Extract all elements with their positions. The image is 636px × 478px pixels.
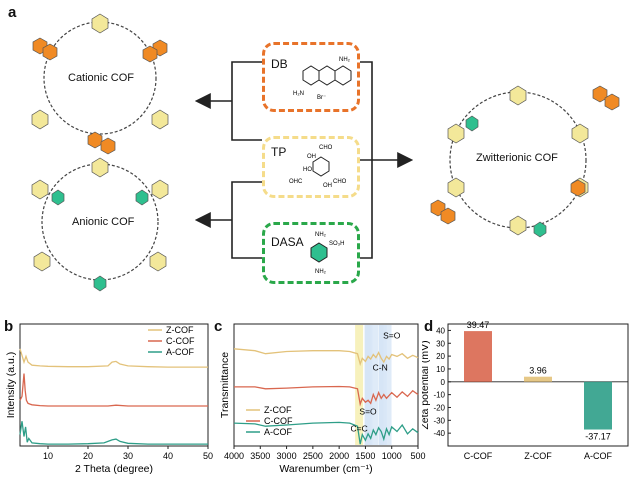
cationic-cof-ring [31, 13, 169, 155]
annotation-2: S=O [359, 406, 377, 416]
plot-frame [447, 323, 629, 447]
panel-b-letter: b [4, 318, 14, 335]
x-tick-label: 2000 [329, 451, 349, 461]
x-tick-label: 40 [163, 451, 173, 461]
x-axis-label: 2 Theta (degree) [75, 463, 153, 475]
band-3 [378, 325, 387, 445]
series-line-c-cof [19, 373, 208, 407]
y-tick-label: -30 [433, 416, 445, 425]
tp-group-4: OH [307, 154, 316, 160]
band-2 [370, 325, 379, 445]
panel-a-scheme [31, 13, 620, 292]
y-tick-label: -10 [433, 391, 445, 400]
series-line-a-cof [19, 421, 208, 445]
dasa-group-3: NH₂ [315, 269, 327, 275]
legend-label-c-cof: C-COF [264, 416, 293, 426]
connector-lines [194, 61, 414, 259]
x-tick-label: 3500 [250, 451, 270, 461]
bar-value-label-c-cof: 39.47 [467, 320, 490, 330]
y-tick-label: 40 [436, 326, 445, 335]
y-tick-label: -40 [433, 429, 445, 438]
monomer-label-dasa: DASA [271, 235, 304, 249]
series-line-c-cof [234, 385, 419, 407]
tp-group-2: OHC [289, 179, 303, 185]
panel-a-letter: a [8, 4, 17, 21]
monomer-label-tp: TP [271, 145, 287, 159]
monomer-label-db: DB [271, 57, 288, 71]
db-group-nh2: NH₂ [339, 57, 351, 63]
y-tick-label: 0 [441, 378, 446, 387]
x-tick-label: C-COF [464, 451, 493, 461]
legend-label-a-cof: A-COF [166, 347, 195, 357]
y-tick-label: 30 [436, 339, 445, 348]
x-tick-label: 4000 [224, 451, 244, 461]
monomer-box-dasa: DASA NH₂ SO₃H NH₂ [262, 222, 360, 284]
y-tick-label: -20 [433, 403, 445, 412]
annotation-1: C-N [373, 362, 388, 372]
panel-d-letter: d [424, 318, 434, 335]
cationic-cof-label: Cationic COF [68, 72, 135, 84]
band-0 [355, 325, 364, 445]
bar-a-cof [584, 381, 612, 430]
tp-group-6: OH [323, 183, 332, 189]
x-tick-label: 20 [83, 451, 93, 461]
y-axis-label: Zeta potential (mV) [422, 340, 431, 429]
legend-label-a-cof: A-COF [264, 427, 293, 437]
zeta-chart: 40 30 20 10 0 -10 -20 -30 -40 39.47C-COF 3.96Z-COF… [422, 320, 629, 461]
y-tick-label: 10 [436, 365, 445, 374]
monomer-box-db: DB NH₂ H₂N Br⁻ [262, 42, 360, 112]
bar-z-cof [524, 376, 552, 382]
series-line-z-cof [233, 348, 419, 367]
zwitterionic-cof-label: Zwitterionic COF [476, 152, 558, 164]
monomer-box-tp: TP CHO OHC CHO OH HO OH [262, 136, 360, 198]
panel-c-letter: c [214, 318, 223, 335]
db-structure-icon: NH₂ H₂N Br⁻ [293, 57, 352, 101]
x-tick-label: 30 [123, 451, 133, 461]
bar-value-label-z-cof: 3.96 [529, 366, 547, 376]
db-group-h2n: H₂N [293, 91, 304, 97]
series-line-a-cof [233, 421, 419, 445]
annotation-3: C=C [350, 423, 367, 433]
x-tick-label: Z-COF [524, 451, 552, 461]
xrd-chart: 10 20 30 40 50 2 Theta (degree) Intensity (a.u… [5, 323, 213, 475]
db-group-br: Br⁻ [317, 95, 326, 101]
dasa-group-1: NH₂ [315, 232, 327, 238]
y-tick-label: 20 [436, 352, 445, 361]
x-axis-label: Warenumber (cm⁻¹) [279, 463, 372, 475]
anionic-cof-label: Anionic COF [72, 216, 135, 228]
plot-frame [233, 323, 419, 447]
series-line-z-cof [19, 348, 208, 368]
x-tick-label: 50 [203, 451, 213, 461]
x-tick-label: 3000 [277, 451, 297, 461]
x-tick-label: 500 [410, 451, 425, 461]
tp-structure-icon: CHO OHC CHO OH HO OH [289, 145, 347, 189]
tp-group-3: CHO [333, 179, 347, 185]
legend-label-z-cof: Z-COF [264, 405, 292, 415]
x-tick-label: 1000 [382, 451, 402, 461]
dasa-structure-icon: NH₂ SO₃H NH₂ [310, 232, 344, 275]
tp-group-5: HO [303, 167, 312, 173]
dasa-group-2: SO₃H [329, 241, 344, 247]
x-tick-label: 2500 [303, 451, 323, 461]
band-1 [364, 325, 373, 445]
bar-c-cof [464, 331, 492, 382]
plot-frame [19, 323, 209, 447]
legend-label-z-cof: Z-COF [166, 325, 194, 335]
ftir-chart: 4000 3500 3000 2500 2000 1500 1000 500Warenumbe… [219, 323, 426, 475]
annotation-0: S=O [383, 331, 401, 341]
bar-value-label-a-cof: -37.17 [585, 432, 611, 442]
zwitterionic-cof-ring [430, 85, 620, 238]
x-tick-label: 10 [43, 451, 53, 461]
band-4 [383, 325, 392, 445]
y-axis-label: Transmittance [219, 352, 231, 418]
y-axis-label: Intensity (a.u.) [5, 352, 17, 419]
anionic-cof-ring [31, 157, 169, 292]
legend-label-c-cof: C-COF [166, 336, 195, 346]
x-tick-label: A-COF [584, 451, 613, 461]
x-tick-label: 1500 [355, 451, 375, 461]
tp-group-1: CHO [319, 145, 333, 151]
